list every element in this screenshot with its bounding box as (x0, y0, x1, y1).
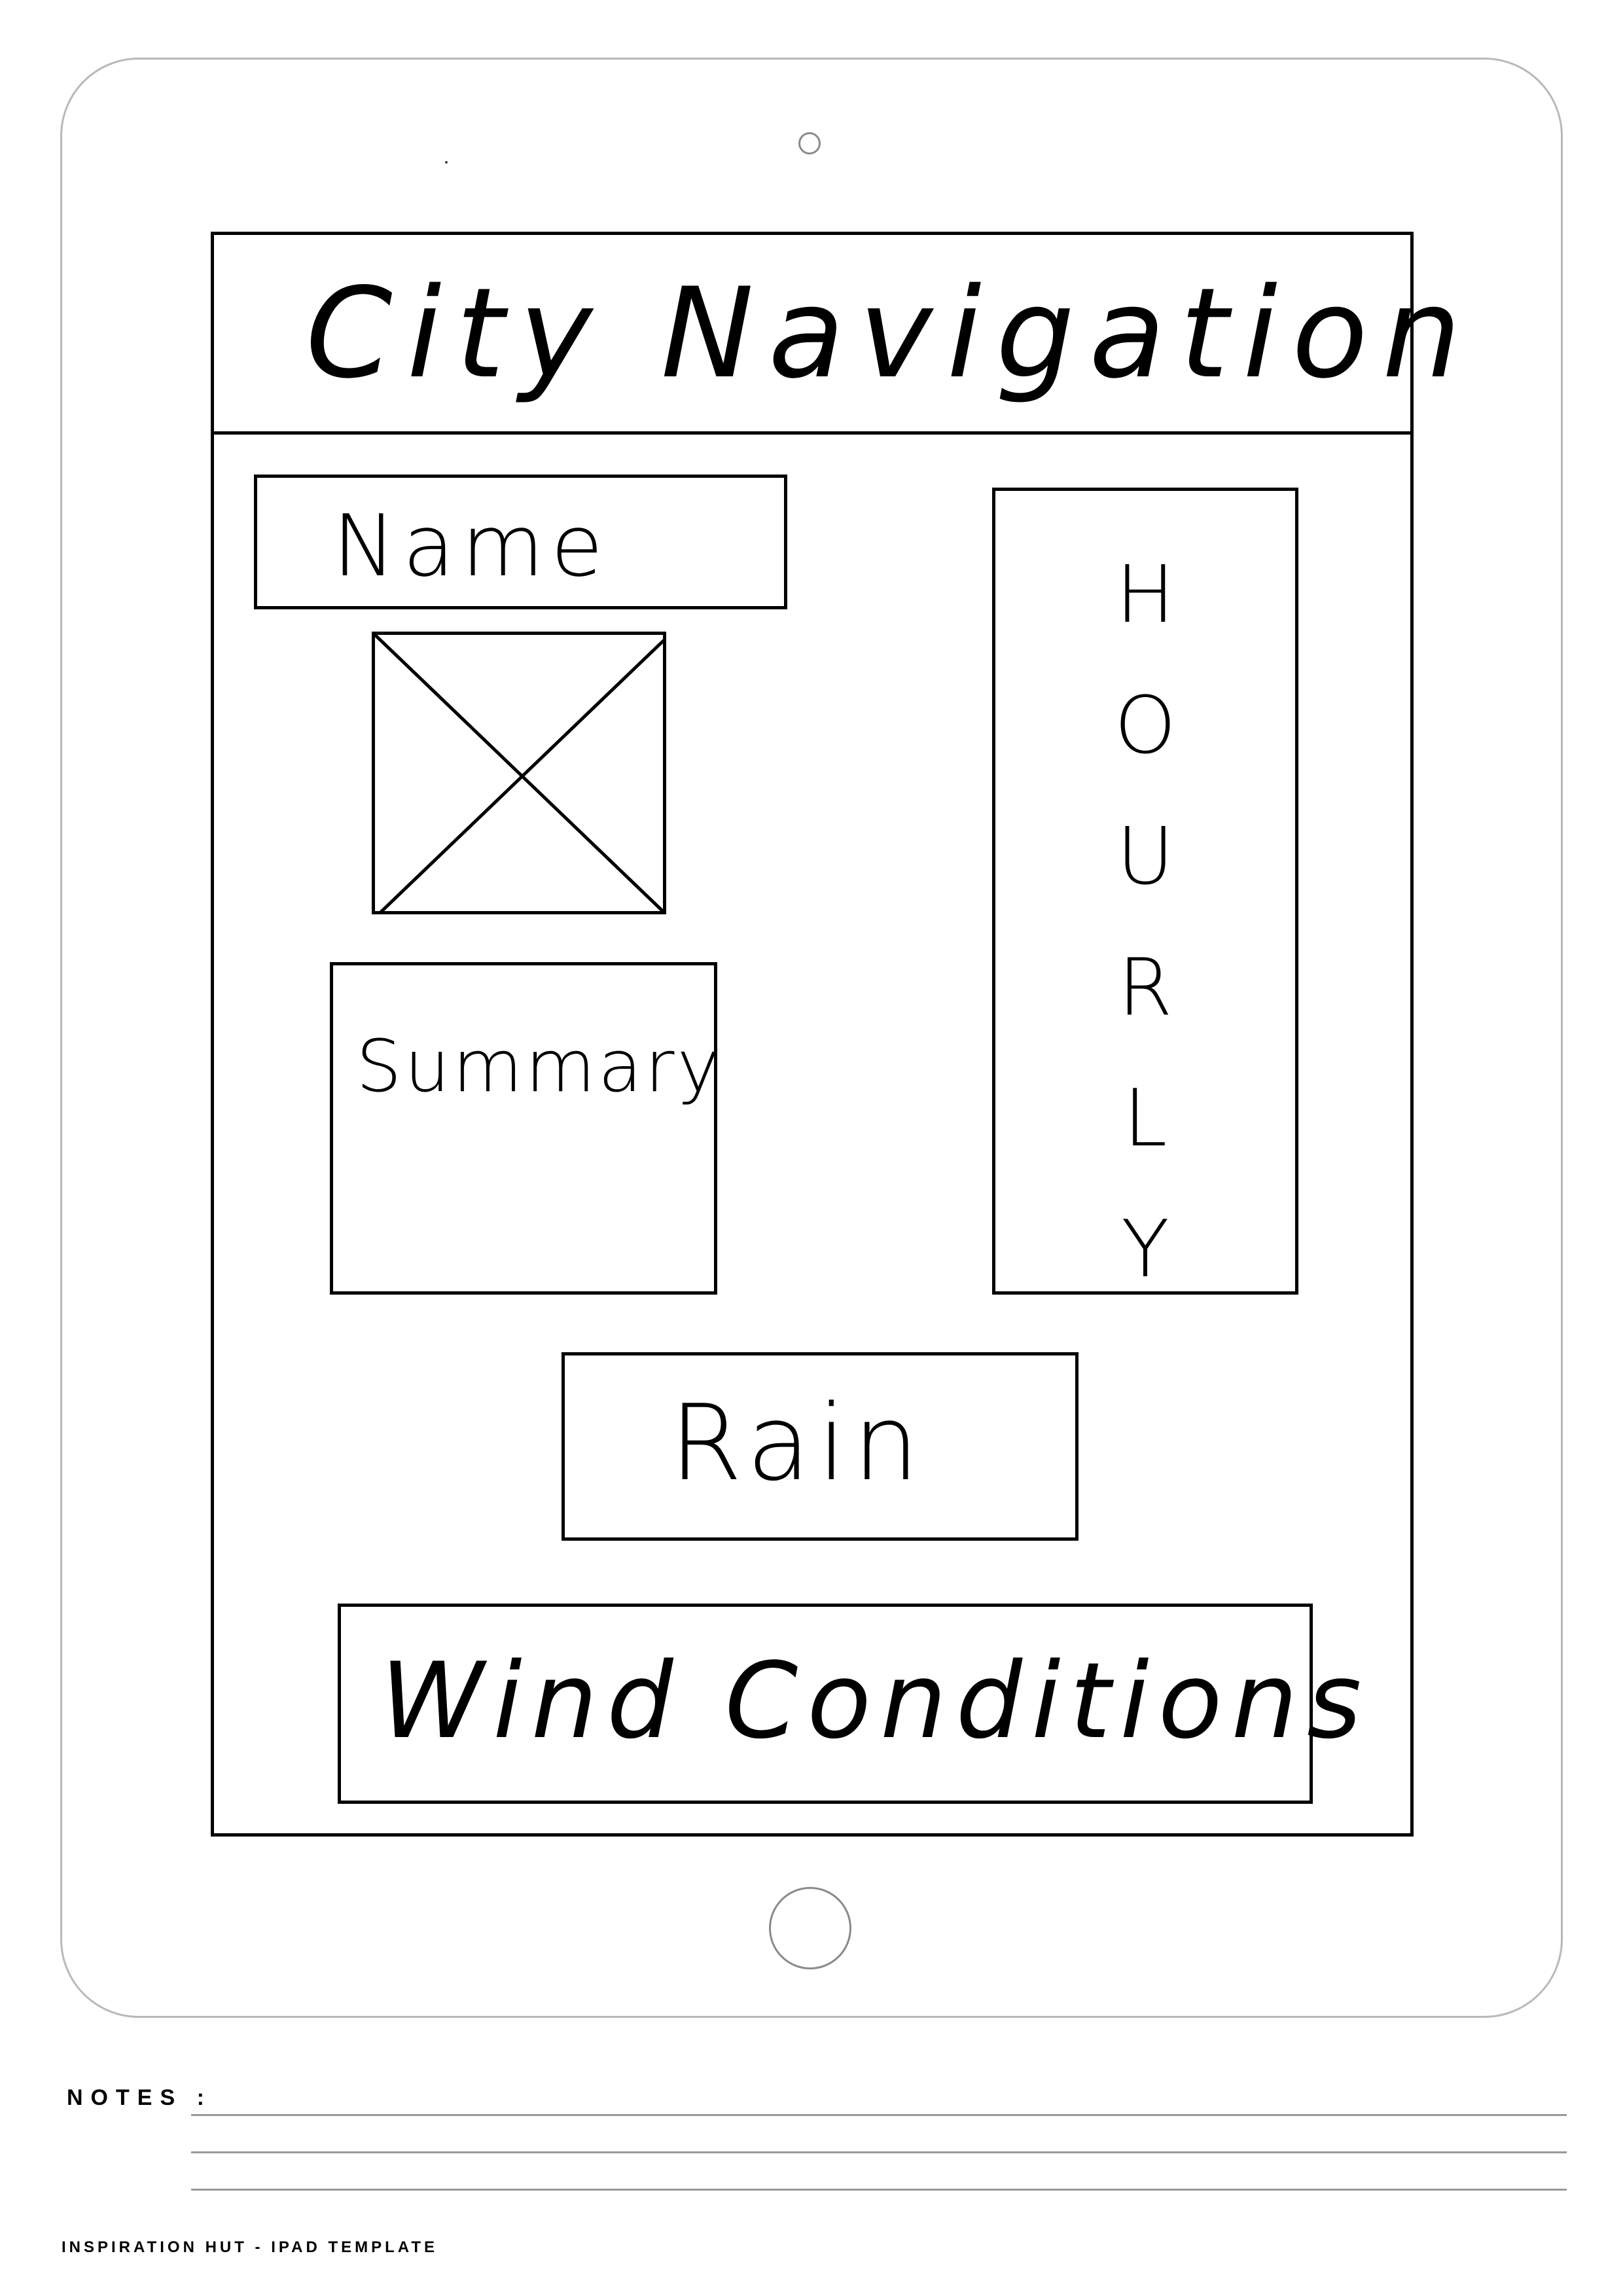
rain-label: Rain (669, 1382, 926, 1504)
summary-panel[interactable]: Summary (330, 962, 720, 1295)
home-button (769, 1887, 851, 1969)
city-navigation-header[interactable]: City Navigation (211, 232, 1461, 435)
note-line (191, 2189, 1567, 2191)
summary-label: Summary (356, 1024, 722, 1108)
camera-icon (798, 132, 821, 154)
name-field[interactable]: Name (254, 475, 787, 609)
image-placeholder (372, 632, 666, 914)
hourly-forecast-panel[interactable]: HOURLY (992, 488, 1298, 1295)
ipad-outline (60, 58, 1563, 2018)
wind-conditions-label: Wind Conditions (380, 1640, 1371, 1762)
name-label: Name (332, 496, 610, 596)
image-placeholder-cross-icon (375, 635, 663, 911)
footer-credit: INSPIRATION HUT - IPAD TEMPLATE (62, 2238, 438, 2256)
stray-mark (445, 161, 448, 164)
hourly-label: HOURLY (1114, 550, 1177, 1295)
note-line (191, 2114, 1567, 2116)
wind-conditions-panel[interactable]: Wind Conditions (338, 1604, 1361, 1804)
note-line (191, 2151, 1567, 2153)
rain-panel[interactable]: Rain (562, 1352, 1079, 1541)
header-title: City Navigation (306, 261, 1476, 406)
notes-label: NOTES : (67, 2085, 212, 2110)
